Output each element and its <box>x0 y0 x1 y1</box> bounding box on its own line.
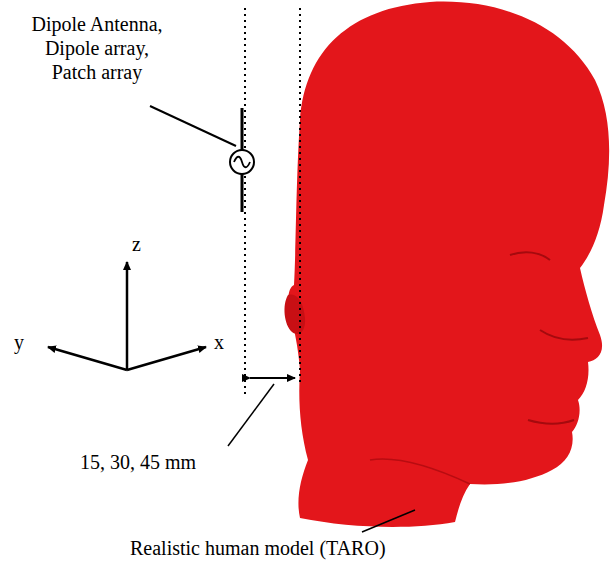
dotted-line <box>244 8 246 395</box>
antenna-symbol <box>230 108 254 212</box>
model-label: Realistic human model (TARO) <box>130 536 386 560</box>
leader-line <box>150 106 236 146</box>
dimension-arrow <box>250 377 295 379</box>
axis-label: z <box>132 232 141 256</box>
axis-label: x <box>214 330 224 354</box>
axes <box>48 262 206 370</box>
head-model <box>285 2 610 527</box>
axis-label: y <box>14 330 24 354</box>
antenna-label: Dipole Antenna, Dipole array, Patch arra… <box>22 12 172 84</box>
leader-line <box>228 384 274 446</box>
dotted-line <box>299 8 301 382</box>
leader-line <box>362 510 415 532</box>
dimension-label: 15, 30, 45 mm <box>80 450 196 474</box>
